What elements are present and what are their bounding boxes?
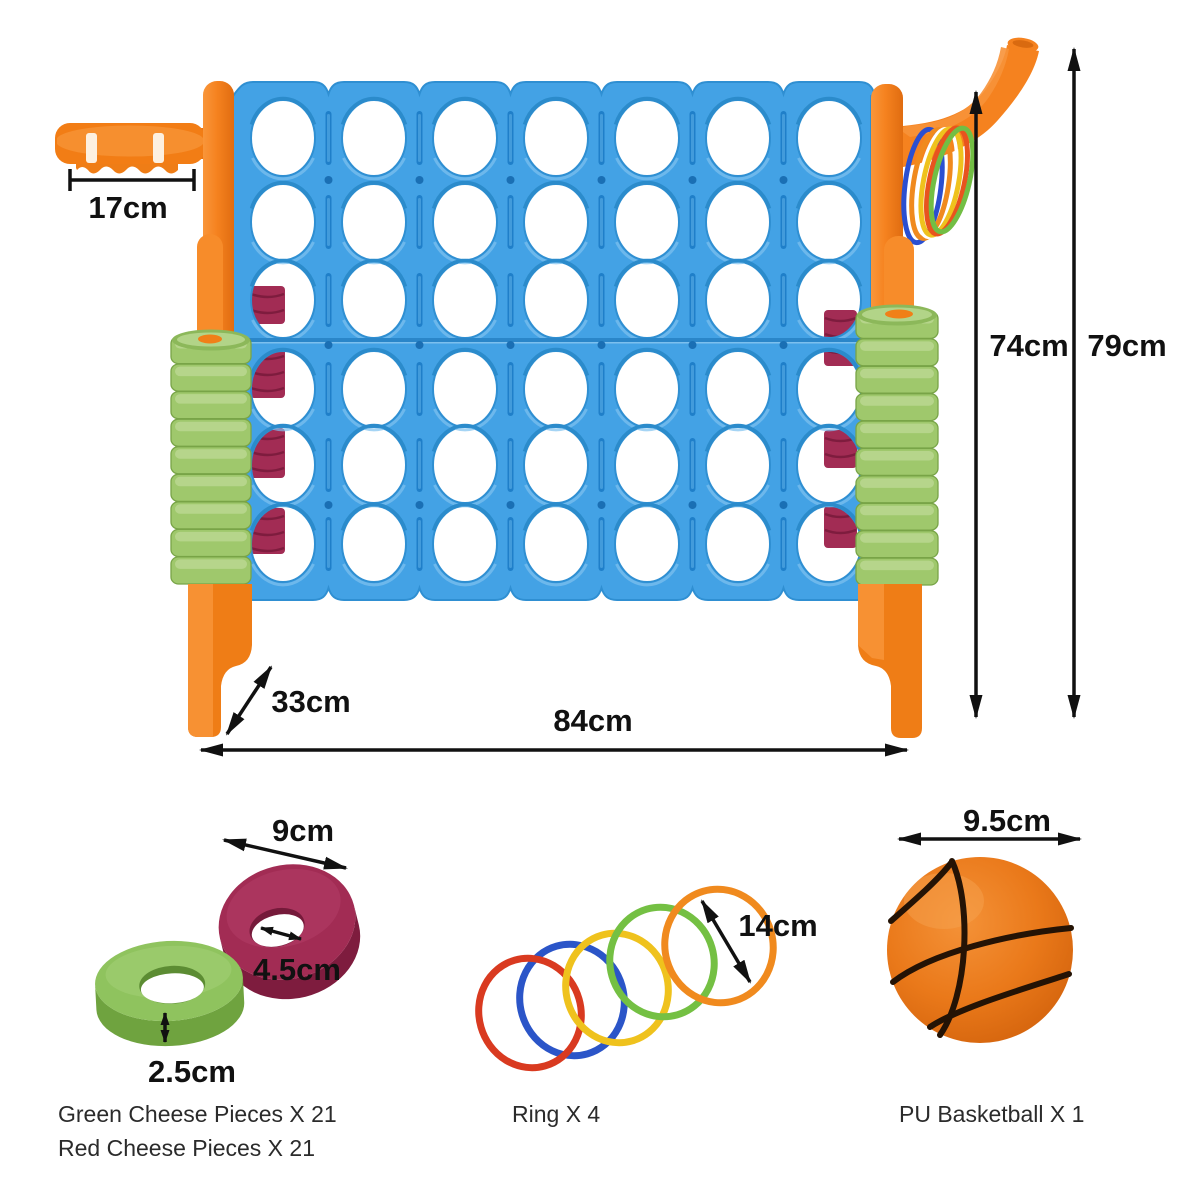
svg-text:9cm: 9cm bbox=[272, 813, 334, 848]
svg-text:PU Basketball X 1: PU Basketball X 1 bbox=[899, 1101, 1084, 1127]
svg-text:14cm: 14cm bbox=[738, 908, 817, 943]
svg-text:9.5cm: 9.5cm bbox=[963, 803, 1051, 838]
svg-text:84cm: 84cm bbox=[553, 703, 632, 738]
svg-text:17cm: 17cm bbox=[88, 190, 167, 225]
svg-text:Red Cheese Pieces X 21: Red Cheese Pieces X 21 bbox=[58, 1135, 315, 1161]
svg-text:Green Cheese Pieces X 21: Green Cheese Pieces X 21 bbox=[58, 1101, 337, 1127]
svg-text:74cm: 74cm bbox=[989, 328, 1068, 363]
svg-text:Ring X 4: Ring X 4 bbox=[512, 1101, 600, 1127]
svg-text:4.5cm: 4.5cm bbox=[253, 952, 341, 987]
svg-text:79cm: 79cm bbox=[1087, 328, 1166, 363]
svg-text:33cm: 33cm bbox=[271, 684, 350, 719]
svg-text:2.5cm: 2.5cm bbox=[148, 1054, 236, 1089]
